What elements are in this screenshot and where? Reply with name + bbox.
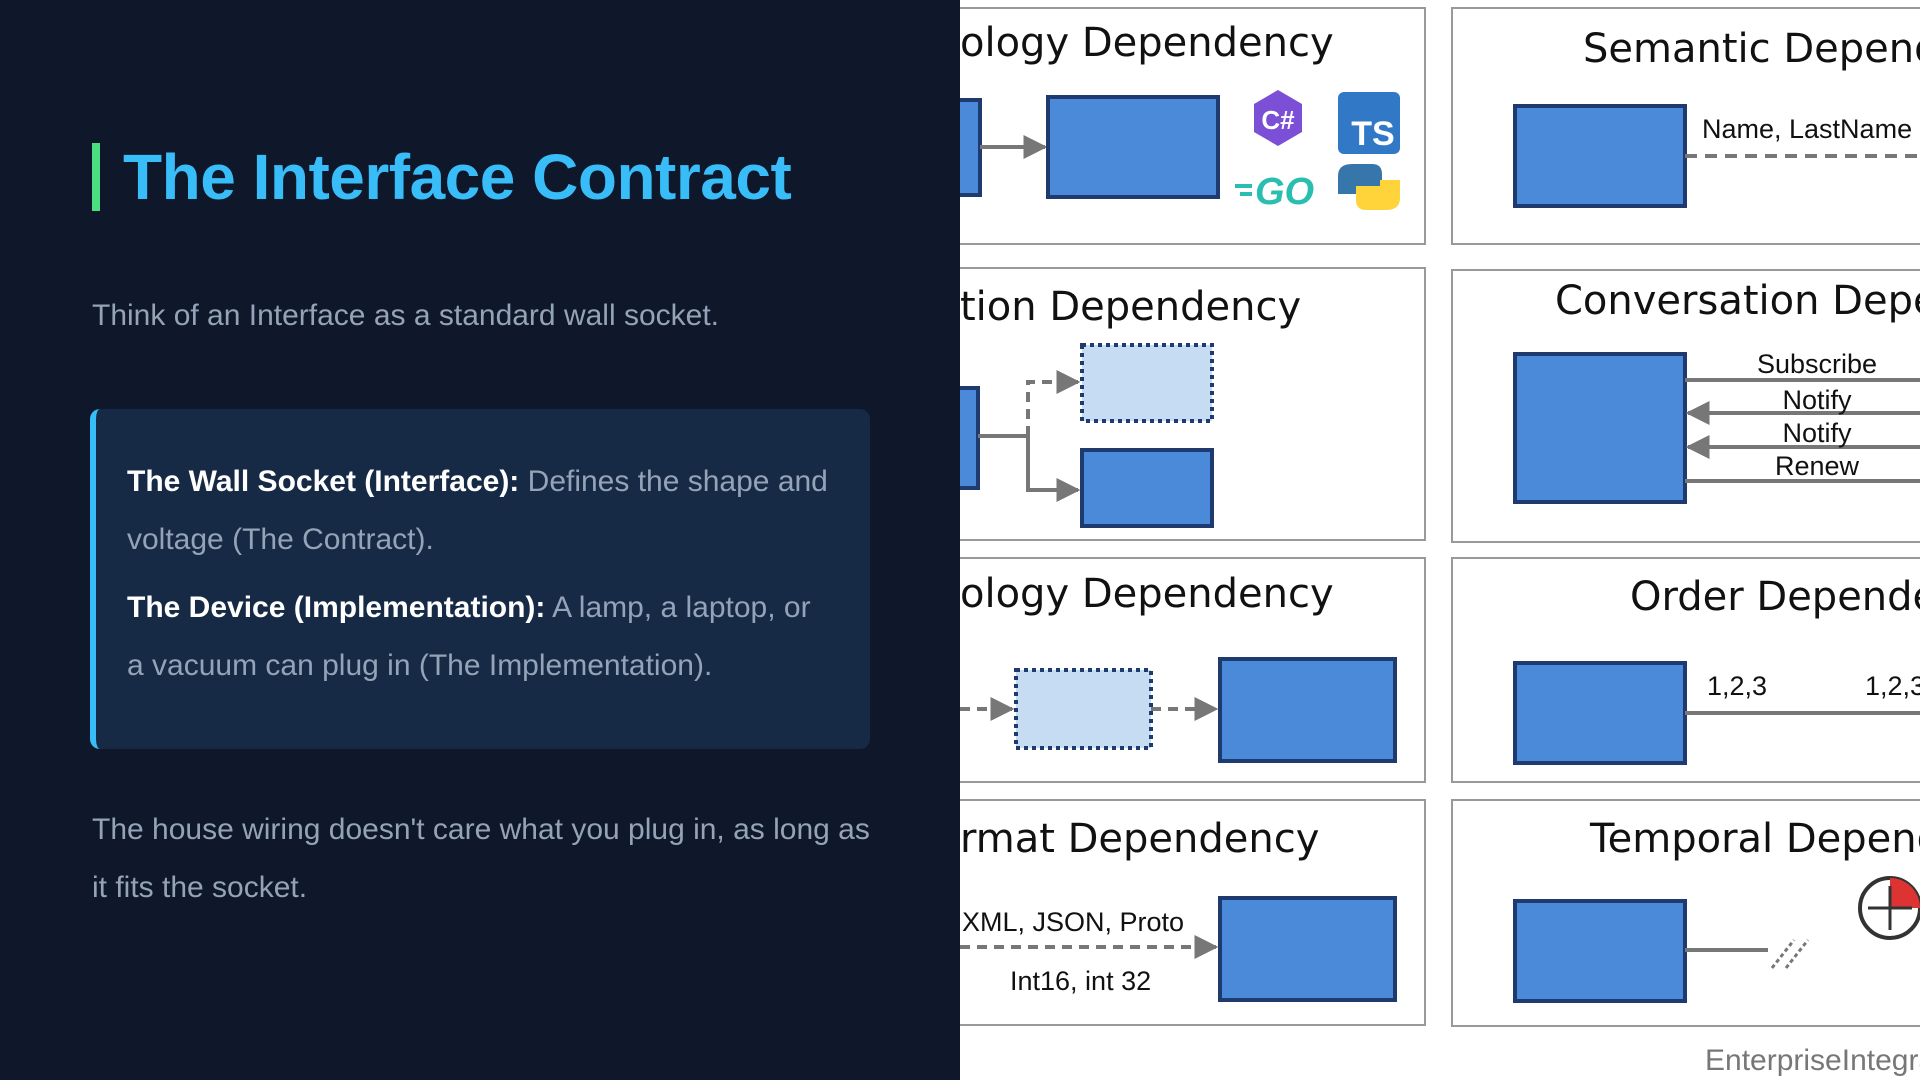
semantic-panel: Name, LastName xyxy=(1513,104,1920,208)
text-column: The Interface Contract Think of an Inter… xyxy=(90,141,870,904)
dependency-diagram-svg: ology Dependency Semantic Depend tion De… xyxy=(960,7,1920,1077)
panel-title-order: Order Depende xyxy=(1630,574,1920,620)
technology-panel: C# TS GO xyxy=(960,90,1400,213)
message-notify: Notify xyxy=(1782,418,1852,448)
point-label: The Device (Implementation): xyxy=(127,591,546,624)
clock-icon xyxy=(1858,876,1920,940)
service-box xyxy=(1218,657,1397,763)
point-wall-socket: The Wall Socket (Interface): Defines the… xyxy=(127,453,834,569)
service-box xyxy=(1513,661,1687,765)
csharp-logo-text: C# xyxy=(1261,105,1295,135)
panel-title-semantic: Semantic Depend xyxy=(1583,26,1920,72)
message-renew: Renew xyxy=(1775,451,1860,481)
format-panel: XML, JSON, Proto Int16, int 32 xyxy=(960,896,1397,1002)
order-sequence-label: 1,2,3 xyxy=(1707,671,1767,701)
intermediary-box xyxy=(1014,668,1153,750)
point-text: A lamp, a laptop, or a vacuum can plug i… xyxy=(127,591,811,682)
service-box xyxy=(1513,104,1687,208)
title-accent-bar xyxy=(92,143,100,211)
conversation-panel: Subscribe Notify Notify Renew xyxy=(1513,349,1920,504)
panel-title-conversation: Conversation Depe xyxy=(1555,278,1920,324)
order-sequence-label: 1,2,3 xyxy=(1865,671,1920,701)
topology-panel xyxy=(960,657,1397,763)
types-label: Int16, int 32 xyxy=(1010,966,1151,996)
service-box xyxy=(1218,896,1397,1002)
csharp-logo xyxy=(1254,90,1302,146)
formats-label: XML, JSON, Proto xyxy=(962,907,1184,937)
service-box xyxy=(1513,899,1687,1003)
point-device: The Device (Implementation): A lamp, a l… xyxy=(127,579,834,695)
location-panel xyxy=(960,343,1214,528)
point-label: The Wall Socket (Interface): xyxy=(127,465,520,498)
panel-title-location: tion Dependency xyxy=(960,284,1301,330)
analogy-card: The Wall Socket (Interface): Defines the… xyxy=(90,409,870,749)
new-location-box xyxy=(1080,448,1214,528)
service-box xyxy=(1513,352,1687,504)
dependency-diagram: ology Dependency Semantic Depend tion De… xyxy=(960,0,1920,1080)
intro-text: Think of an Interface as a standard wall… xyxy=(92,299,719,332)
panel-frames xyxy=(960,7,1920,1027)
source-footer: EnterpriseIntegra xyxy=(1705,1044,1920,1077)
panel-title-technology: ology Dependency xyxy=(960,20,1334,66)
semantic-fields-label: Name, LastName xyxy=(1702,114,1912,144)
service-box xyxy=(1046,95,1220,199)
outro-text: The house wiring doesn't care what you p… xyxy=(92,813,870,904)
python-logo xyxy=(1338,164,1400,210)
title-block: The Interface Contract xyxy=(92,141,792,213)
message-notify: Notify xyxy=(1782,385,1852,415)
panel-title-temporal: Temporal Depend xyxy=(1589,816,1920,862)
order-panel: 1,2,3 1,2,3 xyxy=(1513,661,1920,765)
point-text: Defines the shape and voltage (The Contr… xyxy=(127,465,828,556)
go-logo: GO xyxy=(1255,171,1314,213)
slide-title: The Interface Contract xyxy=(123,141,792,213)
typescript-logo xyxy=(1338,92,1400,154)
typescript-logo-text: TS xyxy=(1351,115,1394,153)
panel-title-format: rmat Dependency xyxy=(960,816,1319,862)
message-subscribe: Subscribe xyxy=(1757,349,1877,379)
old-location-box xyxy=(1080,343,1214,423)
temporal-panel xyxy=(1513,876,1920,1003)
panel-title-topology: ology Dependency xyxy=(960,571,1334,617)
